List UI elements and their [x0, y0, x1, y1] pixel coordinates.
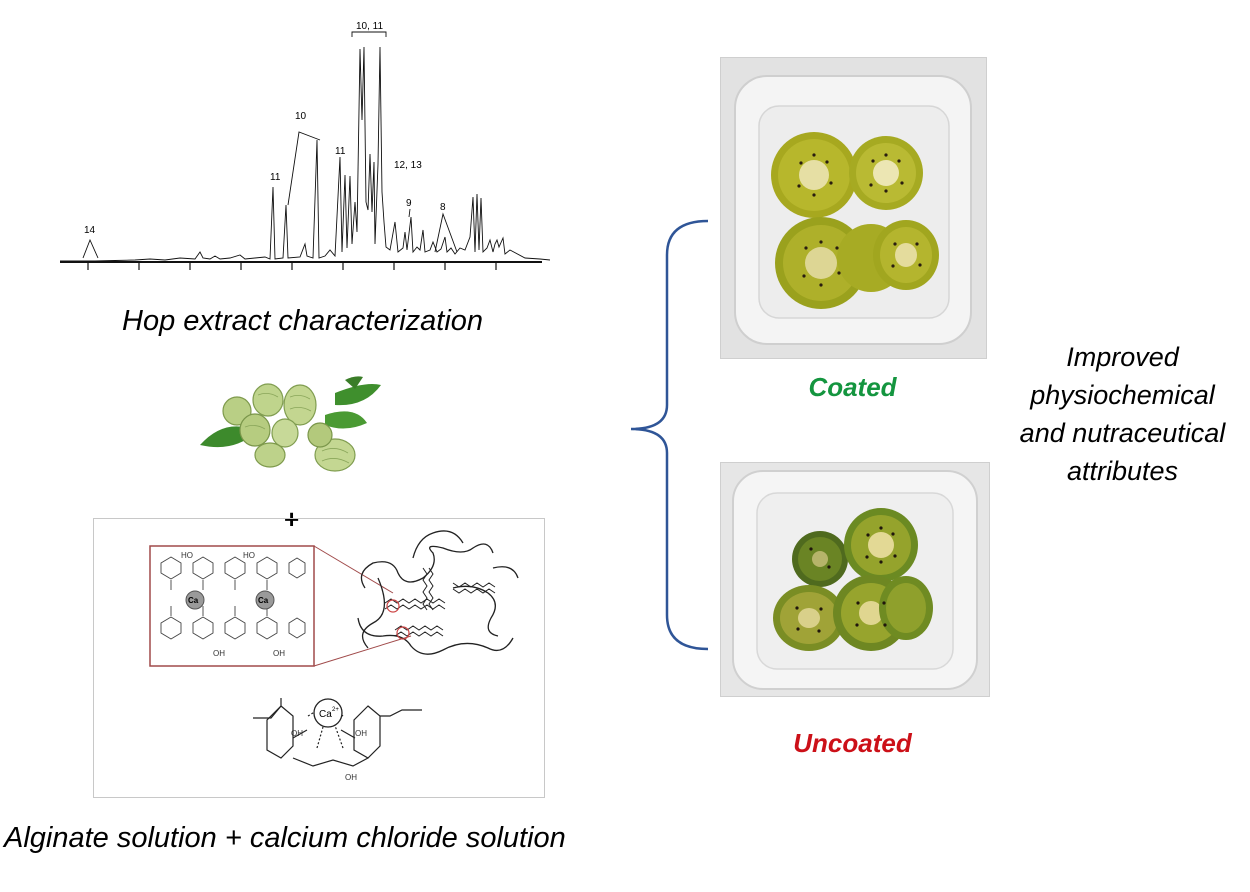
hydroxyl-label: OH [355, 729, 367, 738]
peak-pointers [82, 31, 458, 259]
svg-text:OH: OH [213, 649, 225, 658]
curly-bracket [630, 219, 709, 651]
plus-sign: + [284, 504, 300, 534]
hydroxyl-label: OH [345, 773, 357, 782]
kiwi-slices-uncoated [773, 508, 933, 651]
hop-extract-caption: Hop extract characterization [122, 305, 484, 337]
axis-ticks [87, 262, 497, 270]
calcium-ion [255, 590, 275, 610]
calcium-ion [185, 590, 205, 610]
peak-label: 9 [406, 198, 412, 209]
peak-label: 10 [295, 111, 307, 122]
peak-label: 8 [440, 202, 446, 213]
coated-label: Coated [808, 372, 897, 402]
calcium-charge: 2+ [332, 707, 339, 713]
peak-label: 11 [270, 172, 281, 183]
svg-text:HO: HO [181, 551, 193, 560]
uncoated-label: Uncoated [793, 728, 912, 758]
outcome-text: Improved physiochemical and nutraceutica… [1000, 338, 1245, 490]
alginate-diagram-frame [93, 518, 545, 798]
calcium-label: Ca [319, 709, 332, 720]
peak-label: 10, 11 [356, 21, 383, 32]
outcome-line: Improved [1066, 342, 1179, 372]
outcome-line: and nutraceutical [1019, 418, 1226, 448]
alginate-chain-structure [160, 556, 306, 640]
calcium-ion [313, 698, 343, 728]
peak-label: 11 [335, 146, 346, 157]
chromatogram: 14 11 10 11 10, 11 12, 13 9 8 [60, 21, 551, 270]
outcome-line: attributes [1066, 456, 1179, 486]
kiwi-slices-coated [771, 132, 939, 309]
calcium-label: Ca [258, 596, 269, 605]
hop-cones-illustration [200, 376, 381, 472]
outcome-line: physiochemical [1030, 380, 1215, 410]
hydroxyl-label: OH [291, 729, 303, 738]
egg-box-zoom-frame [149, 545, 315, 667]
peak-label: 12, 13 [394, 160, 422, 171]
kiwi-uncoated-photo [720, 462, 990, 697]
alginate-diagram: HO HO OH OH Ca Ca Ca 2 [149, 530, 519, 782]
peak-label: 14 [84, 225, 96, 236]
kiwi-coated-photo [720, 57, 987, 359]
alginate-caption: Alginate solution + calcium chloride sol… [4, 822, 566, 854]
svg-text:HO: HO [243, 551, 255, 560]
svg-text:OH: OH [273, 649, 285, 658]
calcium-label: Ca [188, 596, 199, 605]
chromatogram-trace [60, 46, 551, 262]
